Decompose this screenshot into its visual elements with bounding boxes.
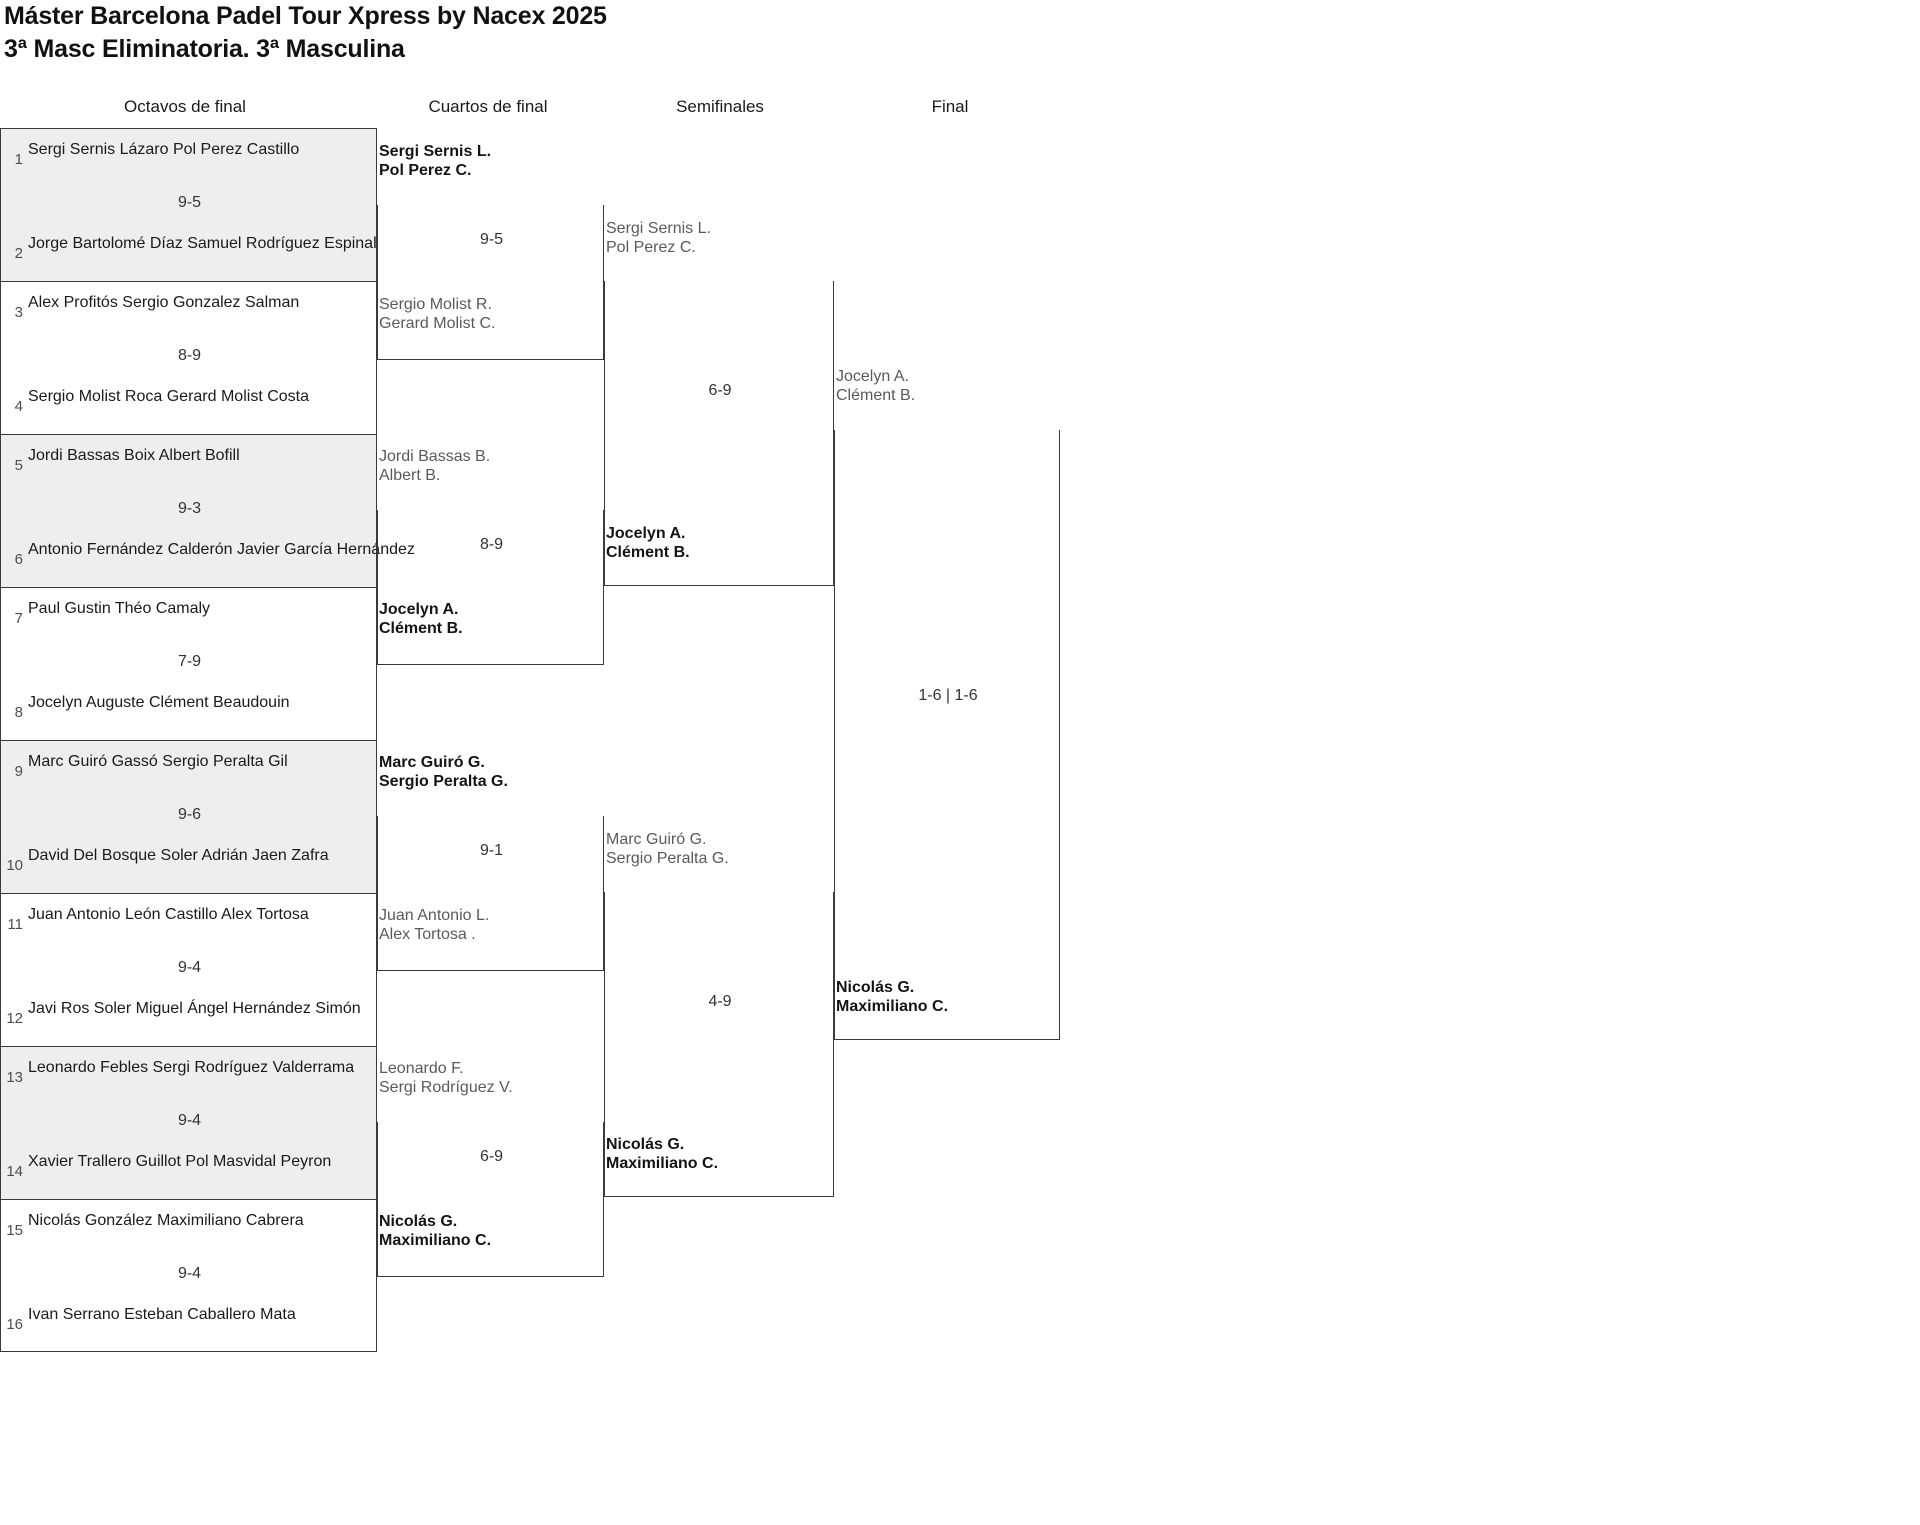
sf-team-1-bottom: Jocelyn A. Clément B. [606,525,690,561]
qf-connector-2 [377,510,604,665]
team-top: Sergi Sernis Lázaro Pol Perez Castillo [28,141,300,158]
sf-score-1: 6-9 [708,382,732,399]
sf-team-1-top: Sergi Sernis L. Pol Perez C. [606,220,711,256]
qf-team-3-top: Marc Guiró G. Sergio Peralta G. [379,754,508,790]
team-bottom: Ivan Serrano Esteban Caballero Mata [28,1306,296,1323]
round-header-semifinales: Semifinales [676,97,764,116]
seed-number: 12 [6,1010,23,1027]
seed-number: 2 [14,245,23,262]
team-top: Leonardo Febles Sergi Rodríguez Valderra… [28,1059,355,1076]
qf-team-1-top: Sergi Sernis L. Pol Perez C. [379,143,492,179]
team-top: Nicolás González Maximiliano Cabrera [28,1212,304,1229]
r16-match-8[interactable]: 15 Nicolás González Maximiliano Cabrera … [0,1199,377,1352]
sf-connector-1 [604,281,834,586]
final-connector [834,430,1060,1040]
qf-score-2: 8-9 [479,536,504,553]
page-title: Máster Barcelona Padel Tour Xpress by Na… [4,0,607,66]
match-score: 7-9 [177,653,202,670]
team-bottom: Jorge Bartolomé Díaz Samuel Rodríguez Es… [28,235,377,252]
match-score: 8-9 [177,347,202,364]
seed-number: 4 [14,398,23,415]
round-header-final: Final [931,97,969,116]
seed-number: 10 [6,857,23,874]
sf-team-2-top: Marc Guiró G. Sergio Peralta G. [606,831,729,867]
r16-match-6[interactable]: 11 Juan Antonio León Castillo Alex Torto… [0,893,377,1046]
team-top: Jordi Bassas Boix Albert Bofill [28,447,240,464]
seed-number: 16 [6,1316,23,1333]
team-top: Paul Gustin Théo Camaly [28,600,211,617]
seed-number: 7 [14,610,23,627]
qf-team-2-top: Jordi Bassas B. Albert B. [379,448,491,484]
match-score: 9-4 [177,1265,202,1282]
tournament-title: Máster Barcelona Padel Tour Xpress by Na… [4,2,607,30]
team-bottom: Sergio Molist Roca Gerard Molist Costa [28,388,309,405]
qf-score-3: 9-1 [479,842,504,859]
qf-team-3-bottom: Juan Antonio L. Alex Tortosa . [379,907,490,943]
seed-number: 6 [14,551,23,568]
team-bottom: Xavier Trallero Guillot Pol Masvidal Pey… [28,1153,332,1170]
seed-number: 13 [6,1069,23,1086]
qf-connector-3 [377,816,604,971]
r16-match-3[interactable]: 5 Jordi Bassas Boix Albert Bofill 9-3 6 … [0,434,415,587]
team-bottom: Jocelyn Auguste Clément Beaudouin [28,694,290,711]
seed-number: 5 [14,457,23,474]
team-top: Marc Guiró Gassó Sergio Peralta Gil [28,753,288,770]
sf-connector-2 [604,892,834,1197]
match-score: 9-3 [177,500,202,517]
qf-score-1: 9-5 [479,231,504,248]
team-top: Alex Profitós Sergio Gonzalez Salman [28,294,300,311]
round-header-octavos: Octavos de final [124,97,246,116]
match-score: 9-4 [177,1112,202,1129]
team-bottom: David Del Bosque Soler Adrián Jaen Zafra [28,847,329,864]
r16-match-2[interactable]: 3 Alex Profitós Sergio Gonzalez Salman 8… [0,281,377,434]
r16-match-7[interactable]: 13 Leonardo Febles Sergi Rodríguez Valde… [0,1046,377,1199]
qf-connector-4 [377,1122,604,1277]
match-score: 9-5 [177,194,202,211]
r16-match-5[interactable]: 9 Marc Guiró Gassó Sergio Peralta Gil 9-… [0,740,377,893]
qf-team-1-bottom: Sergio Molist R. Gerard Molist C. [379,296,496,332]
seed-number: 8 [14,704,23,721]
final-team-bottom-champion: Nicolás G. Maximiliano C. [836,979,949,1015]
qf-score-4: 6-9 [479,1148,504,1165]
sf-team-2-bottom: Nicolás G. Maximiliano C. [606,1136,719,1172]
r16-match-4[interactable]: 7 Paul Gustin Théo Camaly 7-9 8 Jocelyn … [0,587,377,740]
sf-score-2: 4-9 [708,993,732,1010]
match-score: 9-6 [177,806,202,823]
seed-number: 3 [14,304,23,321]
seed-number: 15 [6,1222,23,1239]
match-score: 9-4 [177,959,202,976]
final-score: 1-6 | 1-6 [918,687,978,704]
round-header-cuartos: Cuartos de final [428,97,548,116]
qf-team-4-top: Leonardo F. Sergi Rodríguez V. [379,1060,513,1096]
seed-number: 11 [7,916,23,933]
team-top: Juan Antonio León Castillo Alex Tortosa [28,906,309,923]
seed-number: 9 [14,763,23,780]
seed-number: 14 [6,1163,23,1180]
team-bottom: Antonio Fernández Calderón Javier García… [28,541,415,558]
final-team-top: Jocelyn A. Clément B. [836,368,916,404]
tournament-subtitle: 3ª Masc Eliminatoria. 3ª Masculina [4,35,405,63]
qf-connector-1 [377,205,604,360]
qf-team-4-bottom: Nicolás G. Maximiliano C. [379,1213,492,1249]
round-of-16-column: 1 Sergi Sernis Lázaro Pol Perez Castillo… [0,128,415,1352]
qf-team-2-bottom: Jocelyn A. Clément B. [379,601,463,637]
seed-number: 1 [14,151,23,168]
team-bottom: Javi Ros Soler Miguel Ángel Hernández Si… [28,1000,361,1017]
r16-match-1[interactable]: 1 Sergi Sernis Lázaro Pol Perez Castillo… [0,128,377,281]
